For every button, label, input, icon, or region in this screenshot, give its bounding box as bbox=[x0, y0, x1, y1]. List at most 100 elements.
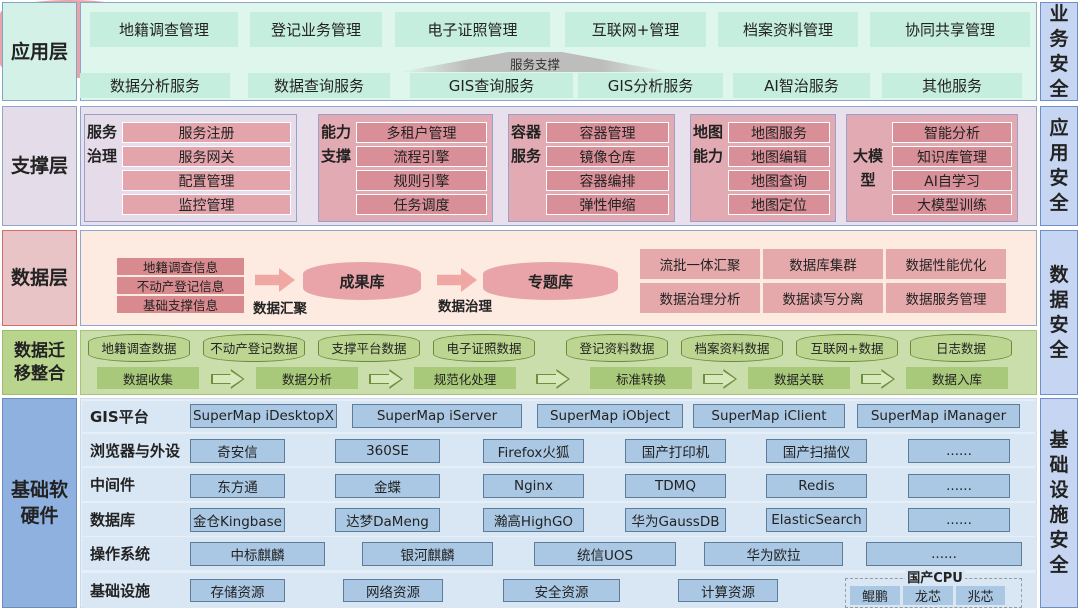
base-item: SuperMap iClient bbox=[693, 404, 845, 428]
support-item: 规则引擎 bbox=[356, 170, 487, 191]
data-feature: 数据库集群 bbox=[763, 249, 883, 279]
base-item: 360SE bbox=[335, 439, 440, 463]
arrow-fill bbox=[371, 371, 401, 387]
base-item: 国产打印机 bbox=[625, 439, 726, 463]
app-module: 登记业务管理 bbox=[250, 12, 382, 47]
base-item: SuperMap iObject bbox=[537, 404, 683, 428]
base-item: 中标麒麟 bbox=[190, 542, 325, 566]
migration-source: 地籍调查数据 bbox=[88, 334, 190, 362]
base-item: 东方通 bbox=[190, 474, 285, 498]
support-item: 配置管理 bbox=[122, 170, 291, 191]
support-item: 地图查询 bbox=[728, 170, 830, 191]
data-feature: 数据服务管理 bbox=[886, 283, 1006, 313]
source-item: 不动产登记信息 bbox=[117, 277, 244, 294]
base-item: 网络资源 bbox=[343, 579, 443, 602]
support-item: 多租户管理 bbox=[356, 122, 487, 143]
support-item: 地图编辑 bbox=[728, 146, 830, 167]
layer-label-base: 基础软硬件 bbox=[2, 398, 77, 608]
support-item: 服务注册 bbox=[122, 122, 291, 143]
result-database: 成果库 bbox=[303, 262, 421, 300]
support-item: 服务网关 bbox=[122, 146, 291, 167]
source-item: 地籍调查信息 bbox=[117, 258, 244, 275]
app-service: 其他服务 bbox=[882, 73, 1022, 98]
migration-step: 标准转换 bbox=[590, 367, 692, 389]
support-item: 容器管理 bbox=[546, 122, 669, 143]
base-item: TDMQ bbox=[625, 474, 726, 498]
migration-source: 支撑平台数据 bbox=[318, 334, 420, 362]
layer-label-migration: 数据迁移整合 bbox=[2, 330, 77, 395]
support-item: 流程引擎 bbox=[356, 146, 487, 167]
data-feature: 数据性能优化 bbox=[886, 249, 1006, 279]
base-item: SuperMap iDesktopX bbox=[190, 404, 337, 428]
migration-step: 数据分析 bbox=[256, 367, 358, 389]
migration-step: 数据入库 bbox=[906, 367, 1008, 389]
app-module: 地籍调查管理 bbox=[90, 12, 238, 47]
base-item: 华为欧拉 bbox=[704, 542, 843, 566]
step-label: 数据汇聚 bbox=[253, 301, 307, 317]
arrow-fill bbox=[538, 371, 568, 387]
base-item: 安全资源 bbox=[503, 579, 620, 602]
migration-source: 档案资料数据 bbox=[681, 334, 783, 362]
support-item: 容器编排 bbox=[546, 170, 669, 191]
support-group-title: 容器服务 bbox=[510, 123, 541, 165]
support-item: 镜像仓库 bbox=[546, 146, 669, 167]
app-module: 互联网+管理 bbox=[565, 12, 706, 47]
base-row-label: 操作系统 bbox=[90, 545, 151, 563]
base-item: SuperMap iServer bbox=[352, 404, 522, 428]
layer-label-data: 数据层 bbox=[2, 230, 77, 326]
cpu-title: 国产CPU bbox=[905, 569, 965, 586]
service-support-label: 服务支撑 bbox=[509, 56, 560, 72]
layer-label-support: 支撑层 bbox=[2, 106, 77, 226]
base-row-label: GIS平台 bbox=[90, 408, 149, 426]
source-item: 基础支撑信息 bbox=[117, 296, 244, 313]
base-item: 奇安信 bbox=[190, 439, 285, 463]
support-item: 智能分析 bbox=[892, 122, 1012, 143]
base-item: ...... bbox=[908, 474, 1010, 498]
app-service: 数据分析服务 bbox=[80, 73, 230, 98]
security-0: 业务安全 bbox=[1040, 2, 1078, 101]
support-item: 地图服务 bbox=[728, 122, 830, 143]
data-feature: 数据读写分离 bbox=[763, 283, 883, 313]
migration-step: 规范化处理 bbox=[414, 367, 516, 389]
base-item: 达梦DaMeng bbox=[335, 508, 440, 532]
migration-step: 数据关联 bbox=[748, 367, 850, 389]
base-row-label: 中间件 bbox=[90, 476, 136, 494]
support-item: 地图定位 bbox=[728, 194, 830, 215]
base-item: Firefox火狐 bbox=[483, 439, 584, 463]
security-1: 应用安全 bbox=[1040, 106, 1078, 226]
base-item: ...... bbox=[866, 542, 1022, 566]
cpu-item: 兆芯 bbox=[956, 586, 1005, 605]
app-module: 档案资料管理 bbox=[718, 12, 858, 47]
arrow-fill bbox=[705, 371, 735, 387]
cpu-item: 鲲鹏 bbox=[850, 586, 900, 605]
cpu-item: 龙芯 bbox=[903, 586, 953, 605]
arrow-fill bbox=[212, 371, 243, 387]
migration-step: 数据收集 bbox=[97, 367, 199, 389]
app-service: 数据查询服务 bbox=[248, 73, 390, 98]
support-item: 弹性伸缩 bbox=[546, 194, 669, 215]
app-module: 电子证照管理 bbox=[395, 12, 550, 47]
support-item: 任务调度 bbox=[356, 194, 487, 215]
security-2: 数据安全 bbox=[1040, 230, 1078, 395]
base-item: ...... bbox=[908, 439, 1010, 463]
migration-source: 互联网+数据 bbox=[796, 334, 898, 362]
base-item: 瀚高HighGO bbox=[483, 508, 584, 532]
base-item: 存储资源 bbox=[190, 579, 285, 602]
step-label: 数据治理 bbox=[438, 299, 492, 315]
base-item: 国产扫描仪 bbox=[766, 439, 867, 463]
base-item: 金仓Kingbase bbox=[190, 508, 285, 532]
base-row-label: 基础设施 bbox=[90, 582, 151, 600]
layer-label-app: 应用层 bbox=[2, 2, 77, 101]
app-service: GIS查询服务 bbox=[410, 73, 573, 98]
base-item: 统信UOS bbox=[534, 542, 676, 566]
support-item: 大模型训练 bbox=[892, 194, 1012, 215]
support-item: AI自学习 bbox=[892, 170, 1012, 191]
base-row-label: 数据库 bbox=[90, 511, 136, 529]
app-service: GIS分析服务 bbox=[578, 73, 723, 98]
base-item: Nginx bbox=[483, 474, 584, 498]
base-row-label: 浏览器与外设 bbox=[90, 441, 181, 460]
data-feature: 流批一体汇聚 bbox=[640, 249, 760, 279]
base-item: 华为GaussDB bbox=[625, 508, 726, 532]
support-group-title: 服务治理 bbox=[86, 123, 117, 165]
app-module: 协同共享管理 bbox=[870, 12, 1030, 47]
